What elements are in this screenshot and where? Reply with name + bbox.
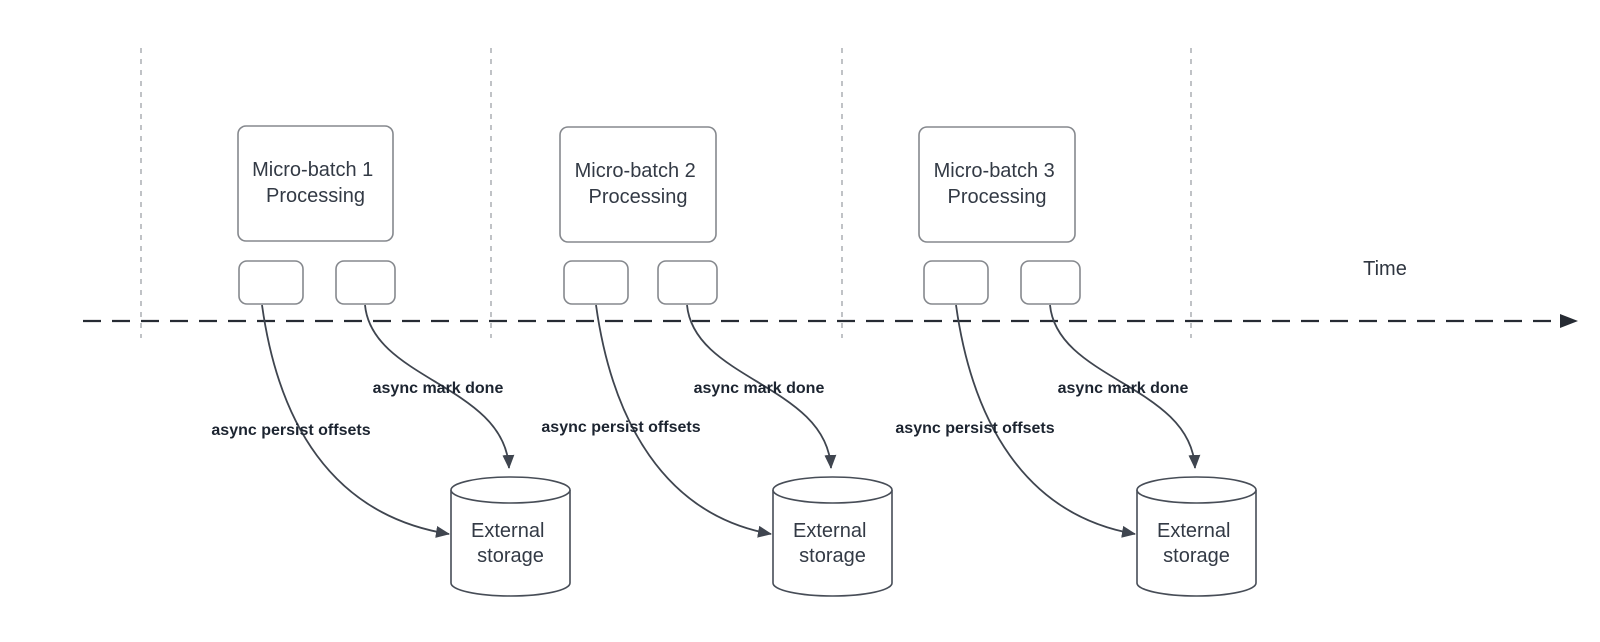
task-box-3b: [1020, 260, 1081, 305]
external-storage-cylinder-2-top: [772, 476, 893, 504]
persist-offsets-arrow-3: [955, 304, 1136, 538]
task-box-1b: [335, 260, 396, 305]
external-storage-cylinder-2-body: [772, 490, 893, 597]
task-box-3a: [923, 260, 989, 305]
external-storage-label-3: External storage: [1157, 520, 1236, 567]
microbatch-2-title: Micro-batch 2 Processing: [575, 160, 702, 208]
persist-offsets-arrow-2: [595, 304, 772, 538]
mark-done-arrow-3: [1049, 304, 1201, 469]
mark-done-label-2: async mark done: [694, 380, 825, 397]
external-storage-label-1: External storage: [471, 520, 550, 567]
microbatch-2-box: [559, 126, 717, 243]
batch-3-group: Micro-batch 3 Processing async persist o…: [895, 126, 1257, 597]
batch-1-group: Micro-batch 1 Processing async persist o…: [211, 125, 571, 597]
persist-offsets-label-3: async persist offsets: [895, 420, 1054, 437]
mark-done-label-3: async mark done: [1058, 380, 1189, 397]
persist-offsets-label-1: async persist offsets: [211, 422, 370, 439]
task-box-2a: [563, 260, 629, 305]
external-storage-cylinder-1-body: [450, 490, 571, 597]
microbatch-3-box: [918, 126, 1076, 243]
persist-offsets-arrow-1: [261, 304, 450, 538]
mark-done-arrow-2: [686, 304, 837, 469]
microbatch-1-box: [237, 125, 394, 242]
microbatch-3-title: Micro-batch 3 Processing: [934, 160, 1061, 208]
time-axis-label: Time: [1363, 258, 1407, 280]
batch-2-group: Micro-batch 2 Processing async persist o…: [541, 126, 893, 597]
microbatch-1-title: Micro-batch 1 Processing: [252, 159, 379, 207]
mark-done-arrow-1: [364, 304, 515, 469]
external-storage-cylinder-3-top: [1136, 476, 1257, 504]
persist-offsets-label-2: async persist offsets: [541, 419, 700, 436]
external-storage-label-2: External storage: [793, 520, 872, 567]
task-box-1a: [238, 260, 304, 305]
task-box-2b: [657, 260, 718, 305]
mark-done-label-1: async mark done: [373, 380, 504, 397]
external-storage-cylinder-1-top: [450, 476, 571, 504]
external-storage-cylinder-3-body: [1136, 490, 1257, 597]
